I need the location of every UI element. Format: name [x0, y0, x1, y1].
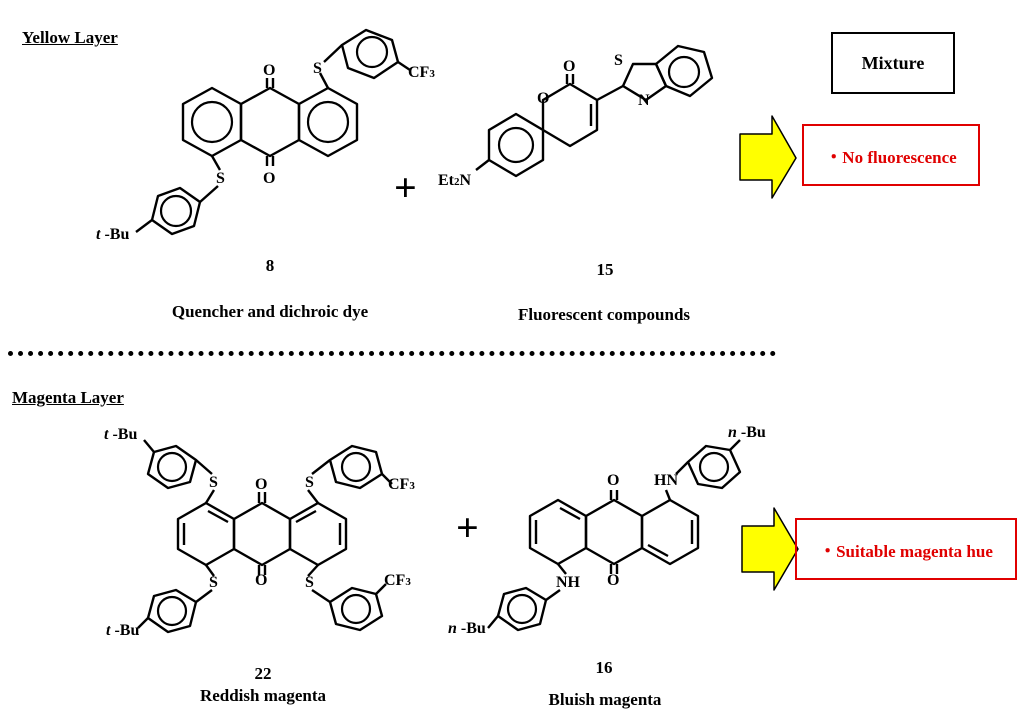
- c8-sulfur-top: S: [313, 60, 322, 77]
- yellow-arrow-icon: [739, 115, 797, 199]
- c22-oxygen-bottom: O: [255, 572, 268, 589]
- c16-oxygen-bottom: O: [607, 572, 620, 589]
- c15-oxygen-carbonyl: O: [563, 58, 576, 75]
- compound-16-caption: Bluish magenta: [548, 690, 662, 709]
- compound-16-number: 16: [595, 658, 613, 677]
- compound-15-caption: Fluorescent compounds: [517, 305, 691, 324]
- c22-tbu-top: t -Bu: [104, 426, 138, 443]
- c15-et2n-label: Et2N: [438, 172, 472, 189]
- c22-tbu-bottom: t -Bu: [106, 622, 140, 639]
- no-fluorescence-box: ・No fluorescence: [802, 124, 980, 186]
- compound-16-structure: [487, 439, 742, 632]
- c8-oxygen-bottom: O: [263, 170, 276, 187]
- c16-nh-label: NH: [556, 574, 580, 591]
- compound-22-caption: Reddish magenta: [199, 686, 327, 705]
- c22-sulfur-tl: S: [209, 474, 218, 491]
- compound-8-number: 8: [265, 256, 275, 275]
- c15-sulfur: S: [614, 52, 623, 69]
- yellow-layer-title: Yellow Layer: [22, 28, 118, 47]
- magenta-arrow-icon: [741, 507, 799, 591]
- c15-nitrogen: N: [638, 92, 650, 109]
- c16-hn-label: HN: [654, 472, 678, 489]
- c22-cf3-bottom: CF3: [384, 572, 411, 589]
- magenta-layer-title: Magenta Layer: [12, 388, 124, 407]
- plus-sign-magenta: +: [456, 505, 479, 550]
- c8-oxygen-top: O: [263, 62, 276, 79]
- c22-sulfur-bl: S: [209, 574, 218, 591]
- c16-nbu-top: n -Bu: [728, 424, 766, 441]
- c15-oxygen-ring: O: [537, 90, 550, 107]
- mixture-box: Mixture: [831, 32, 955, 94]
- c8-tbu-label: t -Bu: [96, 226, 130, 243]
- c22-cf3-top: CF3: [388, 476, 415, 493]
- compound-15-number: 15: [596, 260, 614, 279]
- compound-8-caption: Quencher and dichroic dye: [171, 302, 369, 321]
- c22-sulfur-tr: S: [305, 474, 314, 491]
- compound-22-number: 22: [254, 664, 272, 683]
- c22-oxygen-top: O: [255, 476, 268, 493]
- c16-oxygen-top: O: [607, 472, 620, 489]
- c8-cf3-label: CF3: [408, 64, 435, 81]
- plus-sign-yellow: +: [394, 165, 417, 210]
- compound-22-structure: [137, 439, 393, 634]
- c8-sulfur-bottom: S: [216, 170, 225, 187]
- compound-15-structure: [475, 44, 714, 178]
- c16-nbu-bottom: n -Bu: [448, 620, 486, 637]
- c22-sulfur-br: S: [305, 574, 314, 591]
- compound-8-structure: [135, 28, 411, 236]
- section-divider: [8, 351, 776, 356]
- suitable-magenta-box: ・Suitable magenta hue: [795, 518, 1017, 580]
